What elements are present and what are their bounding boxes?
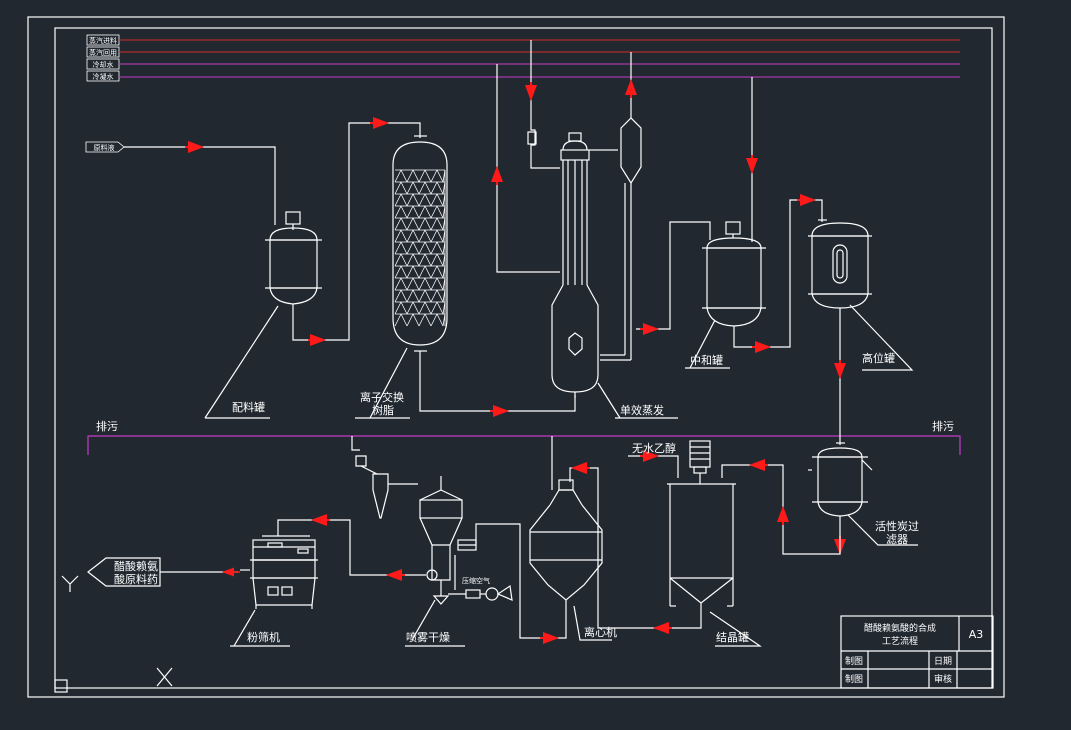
inner-frame [54, 27, 993, 689]
powder-sieve [240, 535, 318, 609]
product-end-marker [61, 575, 79, 592]
filter-label-1: 活性炭过 [875, 519, 919, 533]
title-block: 醋酸赖氨酸的合成 工艺流程 A3 制图 日期 制图 审核 [840, 615, 994, 689]
drawn-label: 制图 [845, 655, 863, 667]
centrifuge-label: 离心机 [584, 625, 617, 639]
resin-packing [394, 169, 446, 327]
corner-marker [54, 679, 68, 693]
product-label-1: 醋酸赖氨 [114, 559, 158, 573]
product-box [87, 557, 161, 587]
carbon-filter [808, 442, 873, 522]
vapor-separator [600, 117, 642, 361]
ion-exchange-label-1: 离子交换 [360, 390, 404, 404]
spray-dryer [408, 476, 513, 605]
review-label: 审核 [934, 673, 952, 685]
ethanol-label: 无水乙醇 [632, 441, 676, 455]
ion-exchange-column [392, 135, 448, 352]
sheet-size: A3 [969, 628, 984, 641]
utility-lines: 蒸汽进料 蒸汽回用 冷却水 冷凝水 [86, 34, 960, 82]
neutralizer-label: 中和罐 [690, 354, 723, 367]
date-label: 日期 [934, 656, 952, 667]
dryer-air-label: 压缩空气 [462, 576, 490, 585]
pipe-evap-to-neutralizer [636, 221, 711, 330]
feed-inlet: 原料液 [85, 141, 125, 153]
utility-label-4: 冷凝水 [93, 72, 114, 81]
high-tank-label: 高位罐 [862, 351, 895, 365]
evaporator-label: 单效蒸发 [620, 403, 664, 417]
batching-tank-label: 配料罐 [232, 400, 265, 414]
high-level-tank [808, 219, 872, 309]
pipe-crystallizer-to-centrifuge [569, 467, 702, 629]
batching-tank-leader [204, 305, 279, 419]
sieve-label: 粉筛机 [247, 630, 280, 644]
drain-label-right: 排污 [932, 419, 954, 433]
title-line-1: 醋酸赖氨酸的合成 [864, 622, 936, 634]
steam-feed-pipe [530, 40, 560, 169]
product-label-2: 酸原料药 [114, 572, 158, 586]
pipe-neutralizer-to-high-tank [733, 199, 823, 348]
ethanol-pipe [628, 455, 679, 478]
neutralizer-tank [702, 221, 766, 332]
ion-exchange-label-2: 树脂 [372, 403, 394, 417]
high-tank-leader [849, 304, 914, 371]
steam-pipe-evaporator [496, 64, 560, 273]
feed-label: 原料液 [94, 143, 115, 152]
utility-label-2: 蒸汽回用 [89, 48, 117, 57]
single-effect-evaporator [551, 132, 605, 398]
spray-dryer-label: 喷雾干燥 [406, 631, 450, 644]
crystallizer-label: 结晶罐 [716, 631, 749, 644]
crystallizer-tank [667, 440, 736, 615]
made-label: 制图 [845, 673, 863, 685]
pipe-dryer-to-sieve [277, 519, 408, 576]
pipe-tank-to-ion [292, 122, 421, 341]
ucs-x-marker [156, 667, 173, 687]
centrifuge [529, 436, 603, 608]
batching-tank [265, 211, 322, 310]
cyclone-separator [351, 436, 418, 519]
feed-pipe [124, 146, 276, 225]
drain-line [87, 435, 961, 455]
outer-frame [27, 16, 1005, 698]
title-line-2: 工艺流程 [882, 635, 918, 647]
filter-label-2: 滤器 [886, 533, 908, 546]
utility-label-3: 冷却水 [93, 60, 114, 69]
utility-label-1: 蒸汽进料 [89, 36, 117, 45]
drain-label-left: 排污 [96, 419, 118, 433]
